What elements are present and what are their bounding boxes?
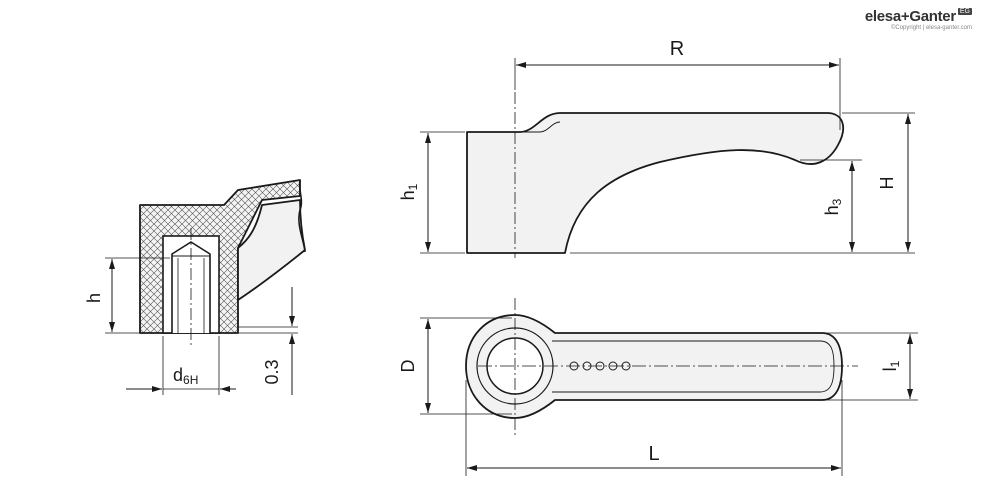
brand-copyright: ©Copyright | elesa-ganter.com [890, 25, 972, 31]
dim-h3-label: h3 [822, 198, 844, 215]
dim-h1-label: h1 [398, 183, 420, 200]
dim-l1-label: l1 [880, 360, 902, 371]
dim-gap-label: 0.3 [262, 359, 282, 384]
dim-H-label: H [877, 177, 897, 190]
section-break-line [298, 179, 306, 253]
brand-name: elesa+Ganter [864, 8, 956, 25]
brand-badge: EG [957, 8, 972, 15]
top-view: D l1 L [398, 298, 918, 476]
threaded-bore [171, 241, 211, 333]
dim-L-label: L [648, 443, 659, 465]
dim-r-label: R [670, 38, 684, 60]
lever-side-outline [466, 112, 845, 254]
section-view: h d6H 0.3 [84, 179, 306, 395]
dim-d6h-label: d6H [173, 365, 198, 387]
dim-h-label: h [84, 293, 104, 303]
section-lever-arm [237, 199, 306, 301]
dim-D-label: D [398, 360, 418, 373]
side-view: R h1 h3 H [398, 38, 915, 258]
